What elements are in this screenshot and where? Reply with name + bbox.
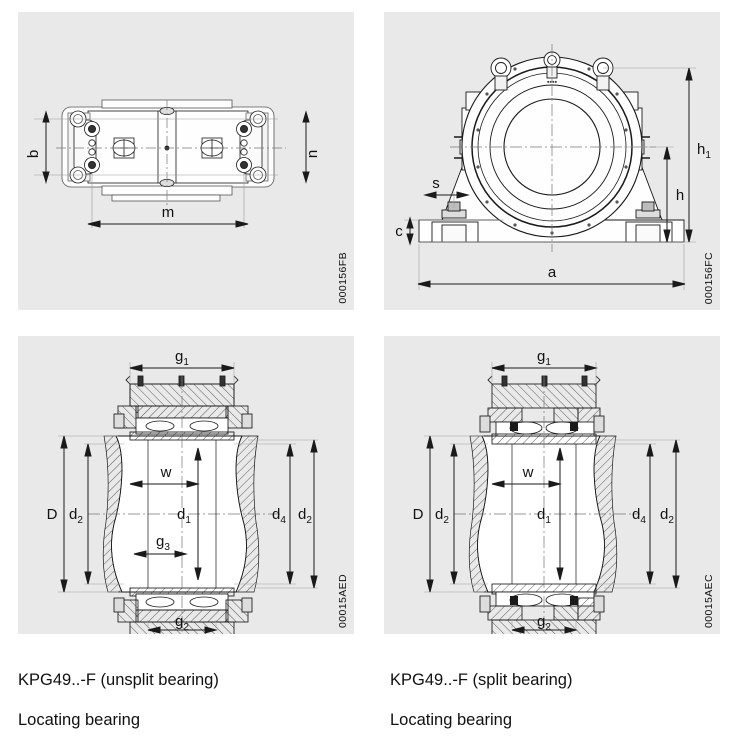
dimension-label-g1: g1 (537, 348, 551, 368)
dimension-label-g3: g3 (156, 533, 170, 553)
dimension-label-a: a (548, 264, 557, 281)
caption-right-line2: Locating bearing (390, 711, 513, 729)
dimension-label-D: D (47, 506, 58, 523)
dimension-label-d2-left: d2 (435, 506, 449, 526)
bearing-section-split-drawing: g1 w D d2 (413, 348, 680, 634)
caption-left-line1: KPG49..-F (unsplit bearing) (18, 671, 219, 689)
caption-right: KPG49..-F (split bearing) Locating beari… (390, 650, 730, 750)
dimension-label-d2-left: d2 (69, 506, 83, 526)
dimension-label-h1: h1 (697, 141, 711, 161)
drawing-code: 000156FC (703, 251, 715, 304)
caption-left-line2: Locating bearing (18, 711, 141, 729)
caption-left: KPG49..-F (unsplit bearing) Locating bea… (18, 650, 368, 750)
drawing-code: 00015AEC (703, 574, 715, 628)
dimension-label-d4: d4 (272, 506, 286, 526)
dimension-label-h: h (676, 187, 684, 204)
housing-front-view-drawing: ▪▪▪▪ h1 (395, 44, 711, 290)
panel-bearing-section-split: g1 w D d2 (384, 336, 720, 634)
housing-brand-mark: ▪▪▪▪ (547, 79, 557, 86)
dimension-label-d2-right: d2 (298, 506, 312, 526)
dimension-label-w: w (522, 464, 534, 481)
bearing-section-unsplit-drawing: g1 w g3 D (47, 348, 318, 634)
dimension-label-g2: g2 (175, 613, 189, 633)
dimension-label-s: s (432, 175, 440, 192)
dimension-label-c: c (395, 223, 403, 240)
panel-housing-top-view: b n m 000156FB (18, 12, 354, 310)
drawing-sheet: b n m 000156FB (18, 12, 720, 729)
dimension-label-d1: d1 (537, 506, 551, 526)
dimension-label-d2-right: d2 (660, 506, 674, 526)
dimension-label-g1: g1 (175, 348, 189, 368)
dimension-label-g2: g2 (537, 613, 551, 633)
dimension-label-m: m (162, 204, 175, 221)
dimension-label-D: D (413, 506, 424, 523)
drawing-code: 00015AED (337, 574, 349, 628)
panel-bearing-section-unsplit: g1 w g3 D (18, 336, 354, 634)
dimension-label-n: n (304, 150, 321, 158)
dimension-label-d4: d4 (632, 506, 646, 526)
panel-housing-front-view: ▪▪▪▪ h1 (384, 12, 720, 310)
dimension-label-w: w (160, 464, 172, 481)
dimension-label-b: b (25, 150, 42, 158)
dimension-label-d1: d1 (177, 506, 191, 526)
drawing-code: 000156FB (337, 252, 349, 304)
housing-top-view-drawing: b n m (25, 99, 321, 228)
caption-right-line1: KPG49..-F (split bearing) (390, 671, 573, 689)
